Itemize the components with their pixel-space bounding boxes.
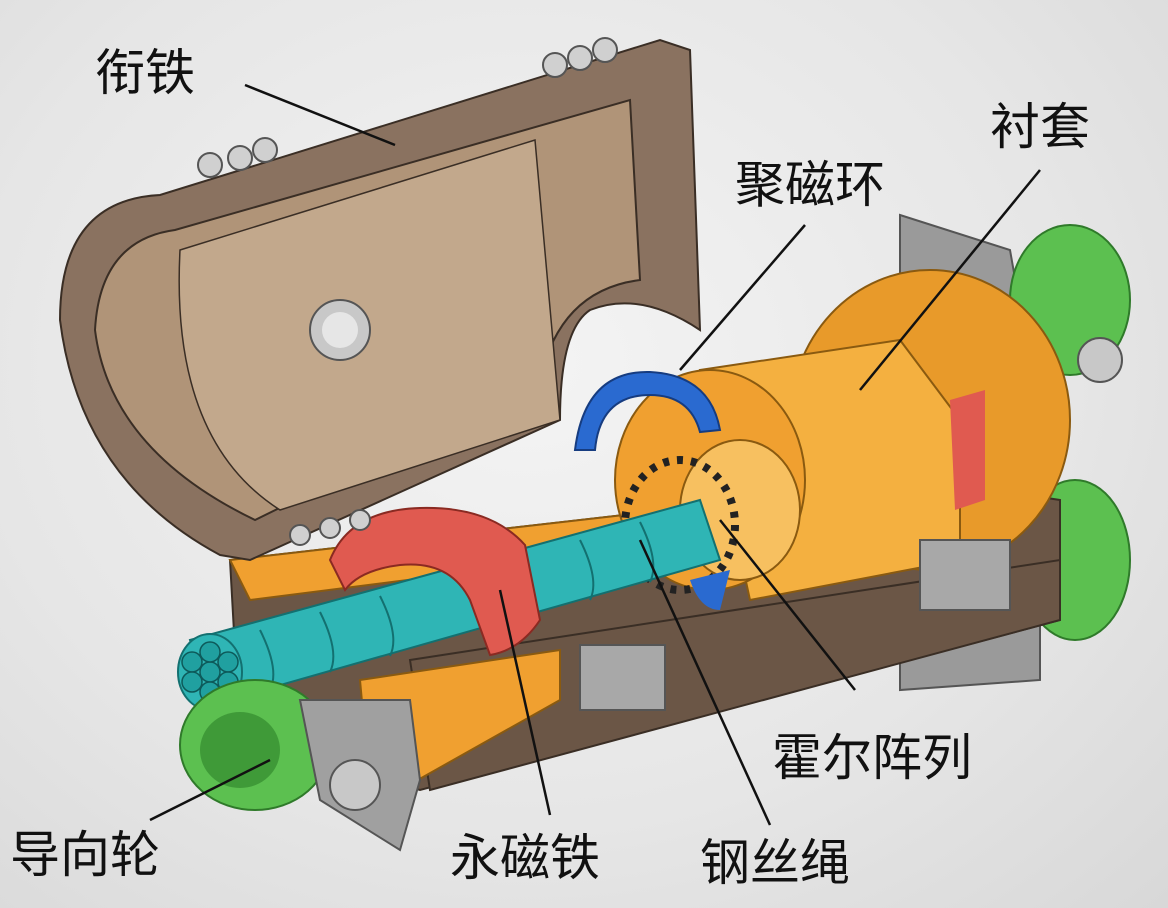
permanent-magnet bbox=[328, 506, 542, 657]
label-hall-array: 霍尔阵列 bbox=[772, 729, 972, 787]
leader-wire-rope bbox=[638, 539, 772, 826]
label-armature: 衔铁 bbox=[95, 44, 195, 102]
leader-lines bbox=[149, 83, 1041, 826]
hall-array bbox=[621, 456, 739, 594]
flux-ring bbox=[573, 370, 730, 610]
label-wire-rope: 钢丝绳 bbox=[700, 834, 850, 892]
leader-guide-wheel bbox=[149, 758, 271, 822]
bolt-clusters bbox=[197, 37, 1011, 711]
leader-magnet bbox=[498, 589, 552, 816]
label-flux-ring: 聚磁环 bbox=[735, 156, 885, 214]
leader-flux-ring bbox=[679, 224, 806, 371]
label-bushing: 衬套 bbox=[990, 98, 1090, 156]
leader-bushing bbox=[859, 169, 1041, 391]
label-guide-wheel: 导向轮 bbox=[10, 826, 160, 884]
leader-armature bbox=[244, 83, 396, 147]
left-guide-wheel bbox=[179, 679, 422, 852]
leader-hall-array bbox=[719, 519, 856, 691]
label-permanent-magnet: 永磁铁 bbox=[450, 829, 600, 887]
armature bbox=[58, 38, 702, 562]
